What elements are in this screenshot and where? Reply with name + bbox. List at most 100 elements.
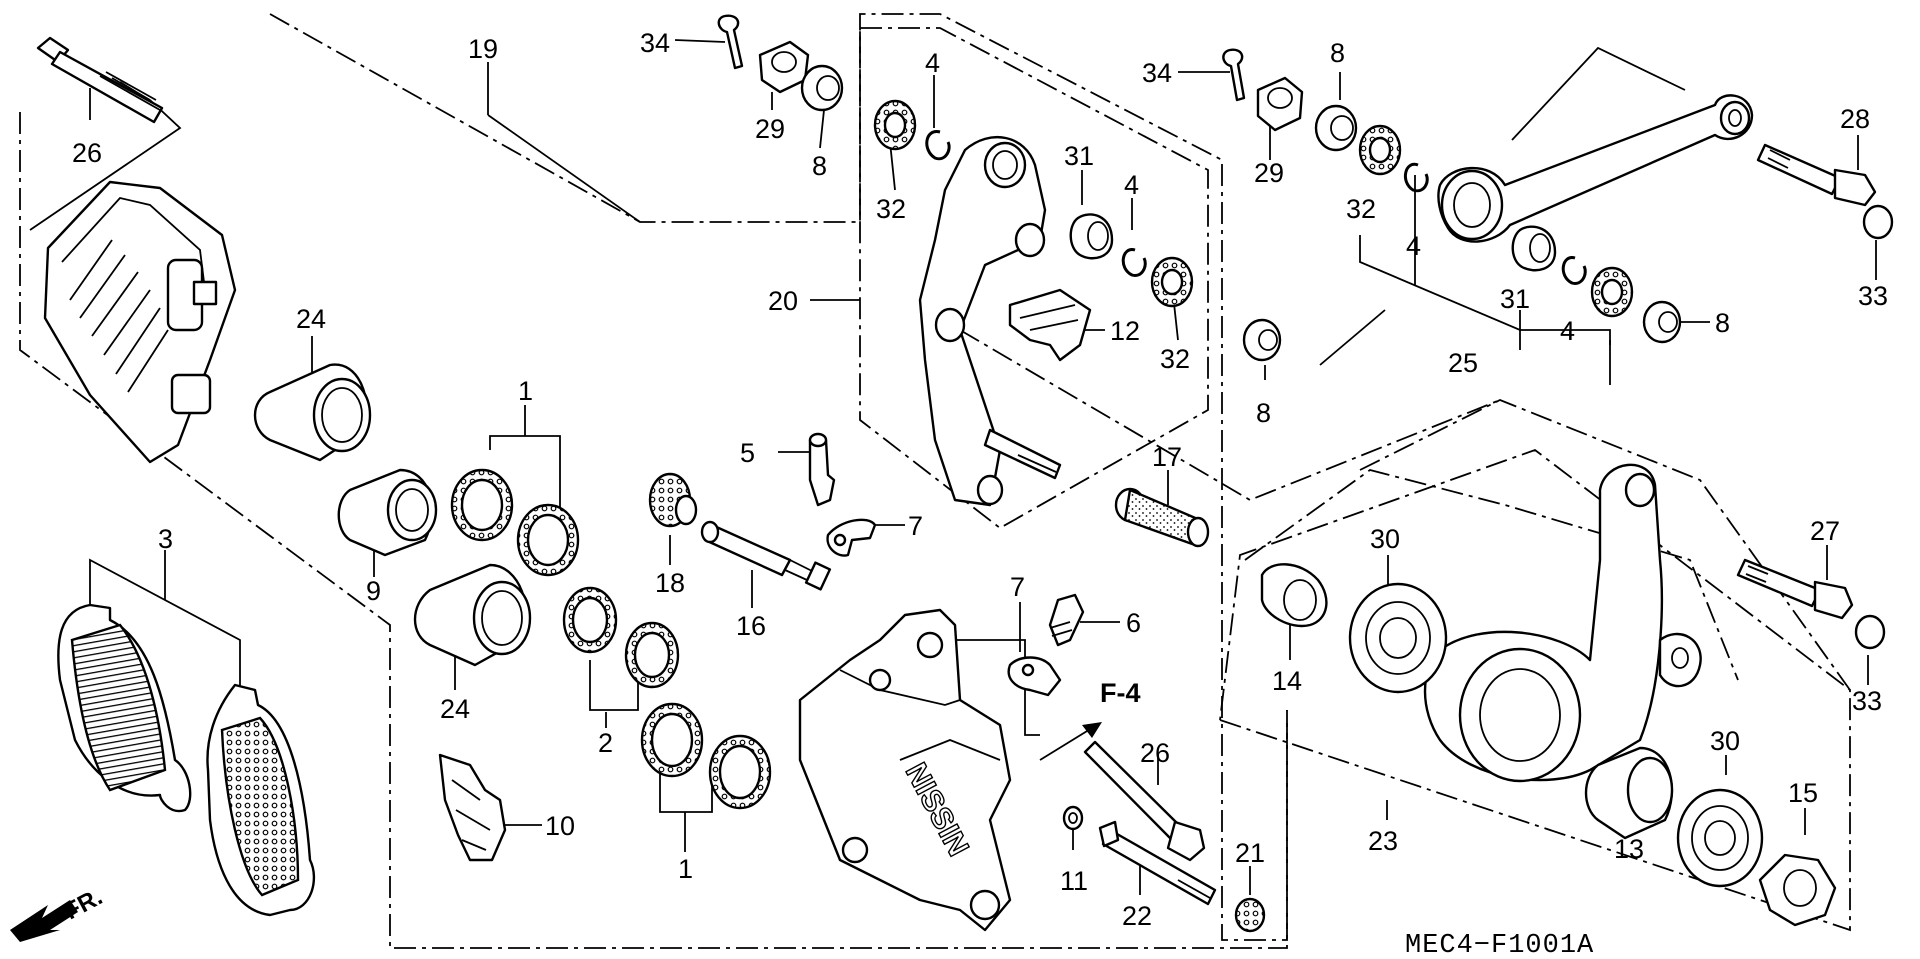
collar-8-a [800, 64, 844, 112]
callout-6: 6 [1126, 608, 1141, 638]
bolt-27 [1736, 558, 1854, 620]
bolt-28 [1756, 143, 1877, 207]
collar-8-d [1642, 300, 1682, 344]
bushing-31-b [1511, 225, 1557, 272]
callout-25: 25 [1448, 348, 1478, 378]
bolt-22 [1098, 820, 1217, 906]
piston-24-lower [413, 563, 532, 667]
callout-20: 20 [768, 286, 798, 316]
front-label: FR. [60, 883, 107, 925]
piston-24-top [253, 363, 372, 462]
callout-22: 22 [1122, 901, 1152, 931]
callout-19: 19 [468, 34, 498, 64]
seal-rings [450, 468, 772, 810]
callout-33-lower: 33 [1852, 686, 1882, 716]
clip-12 [1008, 288, 1092, 362]
callout-labels: 19 26 24 1 9 24 2 1 3 10 18 16 5 7 7 6 3… [72, 28, 1888, 931]
cotter-pin-34-left [717, 14, 744, 70]
figure-code: MEC4−F1001A [1405, 931, 1594, 959]
callout-16: 16 [736, 611, 766, 641]
nut-29-right [1256, 76, 1304, 132]
callout-1-top: 1 [518, 376, 533, 406]
callout-3: 3 [158, 524, 173, 554]
bearing-32-a [873, 99, 917, 151]
callout-8-a: 8 [812, 151, 827, 181]
circlip-4-c [1403, 162, 1429, 193]
callout-7-upper: 7 [908, 511, 923, 541]
callout-23: 23 [1368, 826, 1398, 856]
callout-32-c: 32 [1346, 194, 1376, 224]
cap-21 [1234, 897, 1266, 933]
callout-15: 15 [1788, 778, 1818, 808]
circlip-4-a [925, 130, 951, 161]
callout-29-right: 29 [1254, 158, 1284, 188]
link-arm-25 [1437, 94, 1754, 243]
callout-30-a: 30 [1370, 524, 1400, 554]
callout-2: 2 [598, 728, 613, 758]
bleeder-5 [808, 432, 836, 507]
cap-33-lower [1854, 614, 1886, 650]
callout-10: 10 [545, 811, 575, 841]
callout-4-c: 4 [1406, 231, 1421, 261]
pad-pin-16 [700, 520, 832, 591]
callout-4-d: 4 [1560, 316, 1575, 346]
cotter-pin-34-right [1222, 48, 1246, 102]
callout-32-left: 32 [876, 194, 906, 224]
callout-26-lower: 26 [1140, 738, 1170, 768]
piston-9 [337, 468, 438, 557]
bolt-26-top [36, 36, 164, 124]
nut-29-left [758, 40, 810, 94]
bleeder-6 [1048, 593, 1085, 647]
caliper-cover [43, 180, 237, 464]
callout-18: 18 [655, 568, 685, 598]
callout-4-mid: 4 [1124, 170, 1139, 200]
callout-11: 11 [1060, 866, 1088, 896]
callout-7-lower: 7 [1010, 572, 1025, 602]
callout-29-left: 29 [755, 114, 785, 144]
bearing-32-d [1590, 266, 1634, 318]
bearing-32-b [1150, 256, 1194, 308]
circlip-4-b [1121, 248, 1147, 277]
bolt-26-lower [1083, 740, 1206, 862]
callout-21: 21 [1235, 838, 1265, 868]
ref-label: F-4 [1100, 678, 1141, 708]
callout-32-mid: 32 [1160, 344, 1190, 374]
callout-26-top: 26 [72, 138, 102, 168]
washer-11 [1062, 805, 1084, 831]
collar-8-b [1314, 104, 1358, 152]
bearing-30-b [1676, 788, 1764, 888]
tab-7-upper [826, 518, 877, 557]
callout-14: 14 [1272, 666, 1302, 696]
circlip-4-d [1561, 256, 1587, 285]
brake-pads [57, 603, 316, 917]
collar-8-c [1242, 318, 1282, 362]
callout-8-d: 8 [1715, 308, 1730, 338]
callout-9: 9 [366, 576, 381, 606]
callout-13: 13 [1614, 834, 1644, 864]
callout-4-top: 4 [925, 48, 940, 78]
callout-8-b: 8 [1330, 38, 1345, 68]
caliper-body: NISSIN [798, 608, 1012, 932]
callout-8-c: 8 [1256, 398, 1271, 428]
callout-5: 5 [740, 438, 755, 468]
bleeder-cap-18 [648, 472, 698, 528]
callout-34-right: 34 [1142, 58, 1172, 88]
callout-27: 27 [1810, 516, 1840, 546]
bearing-30-a [1348, 582, 1448, 694]
cap-15 [1758, 853, 1837, 927]
cap-33-top [1862, 204, 1894, 240]
sleeve-13 [1584, 746, 1674, 840]
callout-1-lower: 1 [678, 854, 693, 884]
pad-spring-10 [438, 753, 507, 862]
bearing-32-c [1358, 124, 1402, 176]
callout-31-mid: 31 [1064, 141, 1094, 171]
tab-7-lower [1007, 656, 1062, 697]
callout-34-left: 34 [640, 28, 670, 58]
bracket-20 [918, 136, 1062, 507]
callout-33-top: 33 [1858, 281, 1888, 311]
callout-24-top: 24 [296, 304, 326, 334]
callout-17: 17 [1152, 442, 1182, 472]
callout-31-right: 31 [1500, 284, 1530, 314]
callout-30-b: 30 [1710, 726, 1740, 756]
